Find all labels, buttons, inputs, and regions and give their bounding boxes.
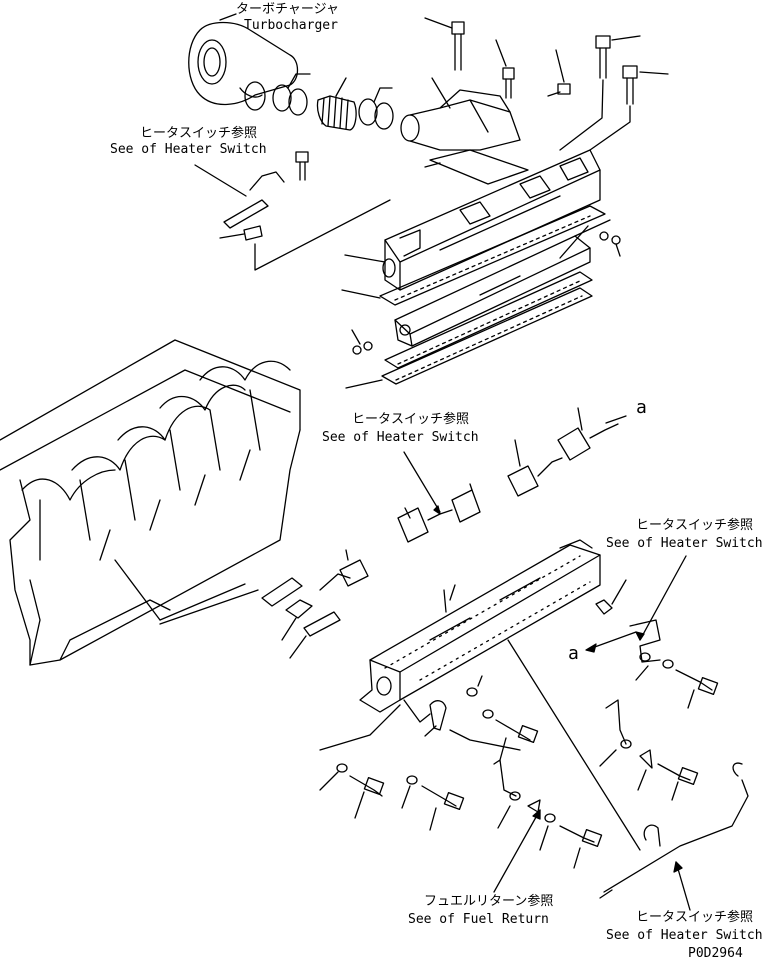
leader-heater-switch-3	[639, 555, 687, 641]
label-fuel-return-jp: フュエルリターン参照	[424, 894, 554, 909]
intake-manifold	[359, 539, 601, 723]
label-heater-switch-1-en: See of Heater Switch	[110, 142, 267, 157]
arrow-head-fuel-return	[532, 809, 541, 820]
heater-clip-lower-right	[599, 699, 699, 801]
manifold-cover	[394, 219, 611, 347]
gasket-rings-left	[272, 73, 311, 116]
bellows-hose	[316, 77, 357, 131]
arrow-head-heater-switch-4	[673, 861, 683, 873]
exhaust-elbow	[400, 77, 521, 151]
label-heater-switch-3-jp: ヒータスイッチ参照	[636, 518, 754, 533]
intake-plug	[595, 579, 627, 615]
leader-bolt-group-mid	[449, 729, 521, 751]
bolt-lower-3	[482, 709, 539, 761]
heater-clip-right	[629, 619, 719, 709]
heater-switch-cable	[507, 639, 749, 899]
lower-gasket	[345, 287, 593, 389]
heater-switch-upper-left	[194, 151, 391, 271]
label-heater-switch-3-en: See of Heater Switch	[606, 536, 763, 551]
bolt-lower-1	[319, 763, 385, 819]
heater-element-right	[507, 407, 619, 497]
drawing-code: P0D2964	[688, 946, 743, 961]
bolt-top-3	[595, 35, 641, 79]
marker-a-mid: a	[568, 643, 579, 664]
label-turbocharger-en: Turbocharger	[244, 18, 338, 33]
engine-block	[0, 339, 301, 666]
label-heater-switch-4-jp: ヒータスイッチ参照	[636, 910, 754, 925]
leader-bolt-group-left	[319, 704, 401, 751]
bolt-top-1	[424, 17, 465, 71]
bolt-lower-2	[401, 775, 465, 831]
small-clips-right	[599, 231, 621, 257]
leader-fuel-return	[493, 809, 541, 893]
gasket-rings-right	[358, 87, 394, 130]
leader-marker-a-top	[605, 415, 627, 424]
elbow-gasket	[424, 149, 529, 185]
exhaust-manifold	[344, 149, 601, 291]
intake-fittings	[424, 675, 483, 737]
heater-element-left	[261, 549, 369, 659]
heater-element-center	[397, 483, 481, 543]
arrow-head-heater-switch-2	[433, 505, 441, 515]
bolt-top-4	[622, 65, 669, 105]
bolt-top-2	[495, 39, 515, 99]
plug-top	[547, 49, 571, 97]
turbocharger	[188, 13, 299, 111]
leader-heater-left	[159, 589, 259, 625]
cover-gasket	[384, 271, 593, 369]
label-heater-switch-2-en: See of Heater Switch	[322, 430, 479, 445]
manifold-gasket	[341, 205, 606, 306]
label-turbocharger-jp: ターボチャージャ	[236, 2, 339, 17]
leader-marker-a-mid	[591, 631, 637, 649]
label-heater-switch-4-en: See of Heater Switch	[606, 928, 763, 943]
label-heater-switch-2-jp: ヒータスイッチ参照	[352, 412, 470, 427]
arrow-head-heater-switch-3	[635, 631, 645, 641]
arrow-head-marker-a-mid	[585, 643, 597, 653]
label-heater-switch-1-jp: ヒータスイッチ参照	[140, 126, 258, 141]
label-fuel-return-en: See of Fuel Return	[408, 912, 549, 927]
small-clips-left	[351, 329, 373, 355]
bolt-lower-4	[539, 813, 603, 869]
leader-heater-switch-2	[403, 451, 441, 513]
clip-lower-1	[493, 759, 541, 829]
marker-a-top: a	[636, 397, 647, 418]
